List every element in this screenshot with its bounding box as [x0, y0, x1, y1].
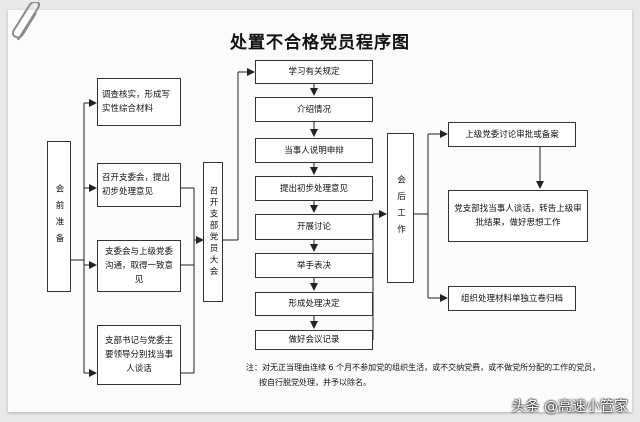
step-study-regulations: 学习有关规定 — [255, 60, 373, 84]
after-meeting-box: 会后工作 — [387, 133, 414, 283]
branch-talk-result-box: 党支部找当事人谈话，转告上级审批结果，做好思想工作 — [448, 190, 588, 242]
superior-approval-box: 上级党委讨论审批或备案 — [448, 122, 576, 147]
archive-box: 组织处理材料单独立卷归档 — [448, 286, 576, 311]
page-title: 处置不合格党员程序图 — [230, 33, 410, 53]
step-decision: 形成处理决定 — [255, 292, 373, 316]
pre-meeting-preparation-box: 会前准备 — [47, 141, 71, 292]
secretary-talk-box: 支部书记与党委主要领导分别找当事人谈话 — [97, 325, 181, 385]
watermark-text: 头条 @高速小管家 — [511, 399, 628, 415]
paperclip-icon — [11, 2, 41, 41]
step-introduce-situation: 介绍情况 — [255, 97, 373, 122]
branch-meeting-box: 召开支部党员大会 — [203, 162, 223, 302]
footnote: 注：对无正当理由连续 6 个月不参加党的组织生活，或不交纳党费，或不做党所分配的… — [246, 360, 626, 390]
step-minutes: 做好会议记录 — [255, 330, 373, 350]
branch-meeting-label: 召开支部党员大会 — [208, 186, 218, 278]
step-party-defense: 当事人说明申辩 — [255, 138, 373, 163]
after-meeting-label: 会后工作 — [395, 175, 406, 241]
step-vote: 举手表决 — [255, 253, 373, 278]
pre-meeting-label: 会前准备 — [54, 183, 64, 250]
step-discussion: 开展讨论 — [255, 214, 373, 240]
superior-communication-box: 支委会与上级党委沟通，取得一致意见 — [97, 240, 181, 292]
footnote-line-2: 按自行脱党处理，并予以除名。 — [259, 378, 371, 387]
branch-committee-box: 召开支委会，提出初步处理意见 — [97, 163, 181, 207]
step-initial-opinion: 提出初步处理意见 — [255, 176, 373, 201]
watermark: 头条 @高速小管家 — [512, 396, 628, 416]
investigation-box: 调查核实，形成写实性综合材料 — [97, 78, 181, 126]
footnote-line-1: 注：对无正当理由连续 6 个月不参加党的组织生活，或不交纳党费，或不做党所分配的… — [246, 363, 601, 372]
